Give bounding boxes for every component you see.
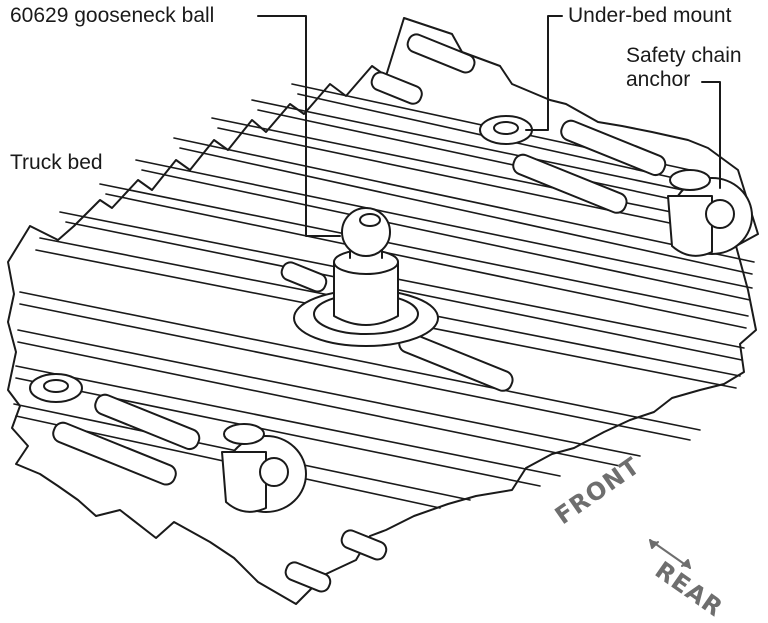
label-safety-chain-anchor: Safety chain anchor <box>626 44 742 92</box>
safety-chain-anchor-rear <box>667 169 753 257</box>
bed-raised-pads <box>52 33 667 593</box>
bed-corrugation-ridges <box>13 83 755 509</box>
label-safety-chain-line1: Safety chain <box>626 44 742 67</box>
safety-chain-anchor-front <box>221 423 307 513</box>
label-under-bed-mount: Under-bed mount <box>568 4 732 27</box>
leader-gooseneck-ball <box>257 15 341 237</box>
label-truck-bed: Truck bed <box>10 151 103 174</box>
label-safety-chain-line2: anchor <box>626 68 691 91</box>
front-rear-arrow <box>649 539 691 569</box>
callout-leader-lines <box>257 15 721 237</box>
label-gooseneck-ball: 60629 gooseneck ball <box>10 4 215 27</box>
under-bed-mount-puck-front <box>29 373 83 403</box>
under-bed-mount-puck-rear <box>479 115 533 145</box>
gooseneck-ball-assembly <box>293 207 439 347</box>
leader-safety-chain-anchor <box>701 81 721 189</box>
leader-under-bed-mount <box>525 15 563 131</box>
